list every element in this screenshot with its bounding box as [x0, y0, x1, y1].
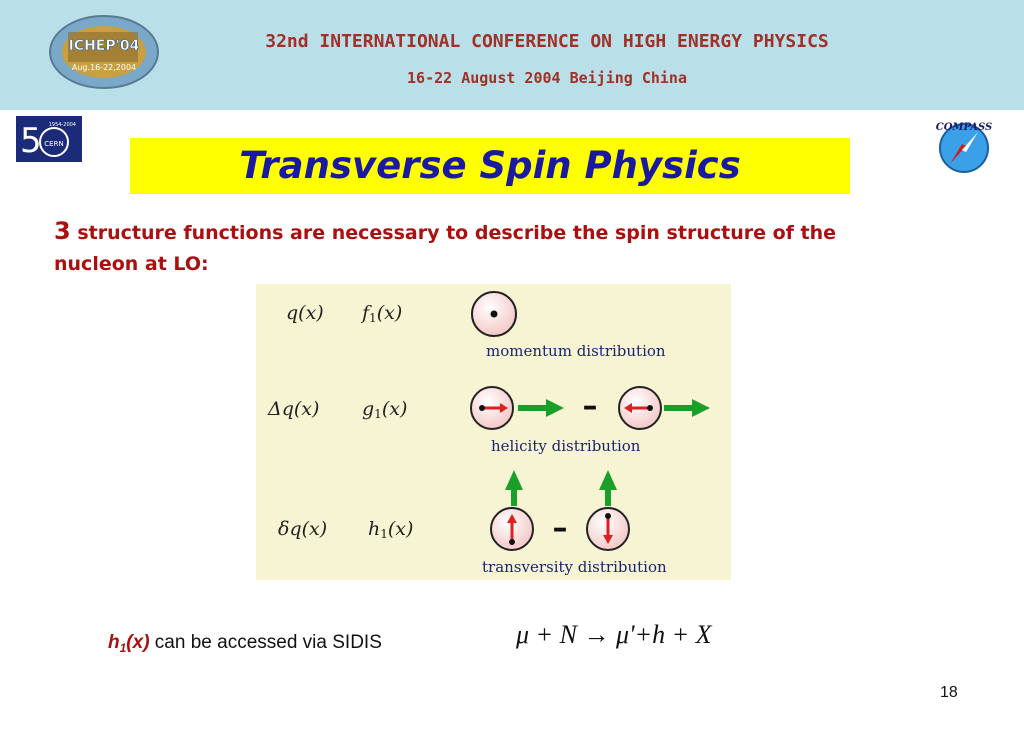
minus-sign-helicity: – — [583, 389, 598, 424]
structure-function-h1: h1(x) — [368, 518, 414, 541]
intro-paragraph: 3 structure functions are necessary to d… — [54, 216, 914, 280]
conference-date: 16-22 August 2004 Beijing China — [407, 69, 687, 87]
sidis-formula: μ + N → μ'+h + X — [516, 620, 712, 649]
sidis-statement: h1(x) can be accessed via SIDIS — [108, 632, 382, 655]
ichep-logo: ICHEP'04 Aug.16-22,2004 — [49, 15, 159, 89]
slide-title-box: Transverse Spin Physics — [130, 138, 850, 194]
compass-logo: COMPASS — [936, 122, 993, 173]
structure-function-g1: g1(x) — [362, 398, 408, 421]
page-number: 18 — [940, 684, 958, 701]
conference-header: ICHEP'04 Aug.16-22,2004 32nd INTERNATION… — [0, 0, 1024, 110]
parton-q: q(x) — [286, 302, 324, 324]
cern-50-logo: 5 CERN 1954-2004 — [16, 116, 82, 162]
sidis-statement-text: can be accessed via SIDIS — [149, 632, 382, 653]
parton-small-delta-q: δq(x) — [278, 518, 328, 540]
helicity-distribution-label: helicity distribution — [491, 437, 641, 455]
distribution-panel: q(x) f1(x) Δq(x) g1(x) δq(x) h1(x) — [256, 284, 731, 580]
h1-function: h1(x) — [108, 632, 150, 655]
green-arrow-right-1 — [518, 399, 564, 417]
cern-logo-years: 1954-2004 — [49, 122, 76, 128]
nucleon-helicity-parallel — [470, 386, 514, 430]
nucleon-helicity-antiparallel — [618, 386, 662, 430]
nucleon-transversity-up — [490, 507, 534, 551]
spin-diagram: – – — [470, 291, 710, 551]
ichep-logo-text: ICHEP'04 — [69, 38, 140, 54]
nucleon-unpolarized — [471, 291, 517, 337]
cern-logo-text: CERN — [44, 140, 63, 148]
ichep-logo-subtext: Aug.16-22,2004 — [72, 63, 136, 72]
green-arrow-right-2 — [664, 399, 710, 417]
green-arrow-up-2 — [599, 470, 617, 506]
parton-delta-q: Δq(x) — [268, 398, 320, 420]
nucleon-transversity-down — [586, 507, 630, 551]
transversity-distribution-label: transversity distribution — [482, 558, 667, 576]
slide-title: Transverse Spin Physics — [239, 144, 741, 187]
intro-text: structure functions are necessary to des… — [54, 222, 837, 275]
green-arrow-up-1 — [505, 470, 523, 506]
compass-logo-text: COMPASS — [936, 122, 993, 133]
intro-number: 3 — [54, 217, 71, 245]
conference-title: 32nd INTERNATIONAL CONFERENCE ON HIGH EN… — [265, 31, 829, 52]
momentum-distribution-label: momentum distribution — [486, 342, 666, 360]
minus-sign-transversity: – — [553, 511, 568, 546]
cern-logo-five: 5 — [20, 121, 42, 161]
structure-function-f1: f1(x) — [362, 302, 403, 325]
